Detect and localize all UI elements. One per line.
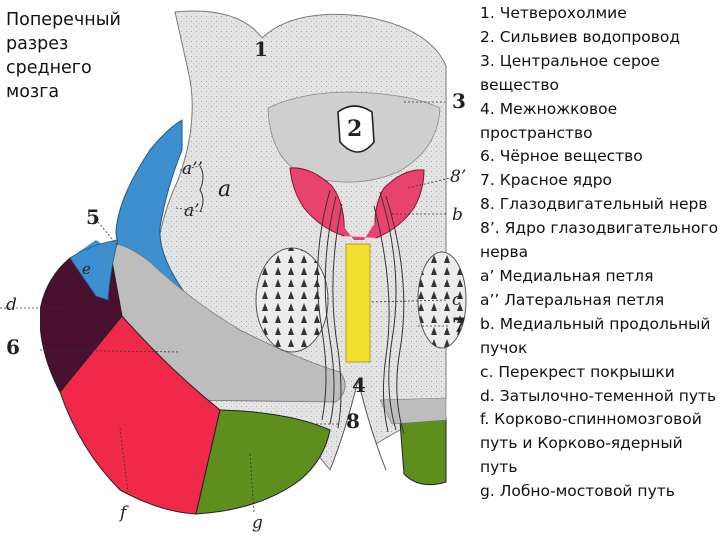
- legend-item: 4. Межножковое пространство: [480, 99, 618, 142]
- label-a1: a’: [184, 201, 200, 221]
- slide-title: Поперечный разрез среднего мозга: [6, 10, 121, 102]
- label-8: 8: [346, 409, 360, 433]
- label-g: g: [252, 513, 263, 533]
- label-a: a: [218, 177, 231, 202]
- legend-item: 1. Четверохолмие: [480, 4, 627, 22]
- legend-item: 7. Красное ядро: [480, 171, 613, 190]
- legend-item: 3. Центральное серое вещество: [480, 51, 660, 94]
- right-peduncle: [399, 417, 447, 486]
- label-3: 3: [452, 89, 466, 113]
- sylvian-aqueduct: [337, 105, 375, 153]
- legend-item: a’’ Латеральная петля: [480, 290, 665, 309]
- cerebral-peduncle: [40, 239, 331, 515]
- tegmental-decussation-raphe: [345, 243, 371, 363]
- label-c: c: [452, 290, 462, 310]
- legend-item: f. Корково-спинномозговой путь и Корково…: [480, 410, 702, 477]
- red-nucleus-right: [417, 251, 467, 349]
- figure-labels: 1 2 3 4 5 6 7 8 8’ a’’ a a’ b c d e f g: [6, 37, 466, 533]
- label-1: 1: [254, 37, 268, 61]
- label-4: 4: [352, 373, 366, 397]
- label-e: e: [82, 260, 91, 278]
- legend-item: a’ Медиальная петля: [480, 266, 654, 285]
- legend-item: g. Лобно-мостовой путь: [480, 482, 675, 501]
- red-nucleus-left: [255, 247, 329, 353]
- legend-item: c. Перекрест покрышки: [480, 362, 675, 381]
- label-a2: a’’: [182, 159, 203, 179]
- legend-item: b. Медиальный продольный пучок: [480, 314, 711, 357]
- label-d: d: [6, 295, 17, 315]
- legend-list: 1. Четверохолмие 2. Сильвиев водопровод …: [480, 2, 720, 504]
- oculomotor-nerve-fibres: [317, 189, 405, 435]
- label-5: 5: [86, 205, 100, 229]
- legend-item: d. Затылочно-теменной путь: [480, 386, 717, 405]
- leader-lines: [0, 101, 451, 513]
- label-8-prime: 8’: [450, 167, 466, 187]
- bracket-a: [199, 165, 204, 213]
- label-b: b: [452, 205, 463, 225]
- label-2: 2: [347, 116, 362, 142]
- label-6: 6: [6, 335, 20, 359]
- label-f: f: [118, 503, 129, 523]
- legend-item: 8. Глазодвигательный нерв: [480, 195, 708, 214]
- label-7: 7: [452, 313, 466, 337]
- interpeduncular-fossa: [329, 379, 387, 471]
- legend-item: 6. Чёрное вещество: [480, 147, 643, 166]
- legend-item: 2. Сильвиев водопровод: [480, 27, 681, 46]
- legend-item: 8’. Ядро глазодвигательного нерва: [480, 219, 719, 262]
